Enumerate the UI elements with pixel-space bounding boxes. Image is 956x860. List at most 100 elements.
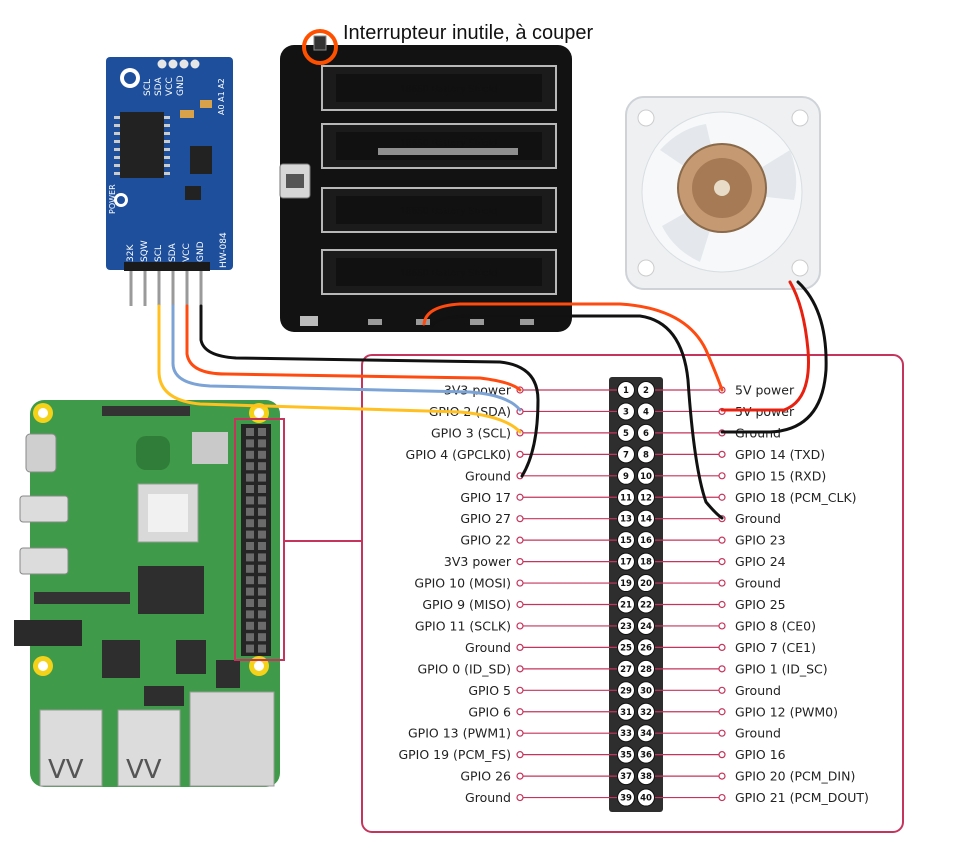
gpio-pin bbox=[246, 428, 254, 436]
pin-dot bbox=[516, 665, 524, 673]
usb-port bbox=[117, 709, 181, 787]
pin-dot bbox=[718, 665, 726, 673]
cooling-fan bbox=[625, 96, 821, 290]
pin-number: 6 bbox=[643, 429, 649, 439]
pin-label-right: GPIO 24 bbox=[735, 554, 786, 569]
pin-circle bbox=[637, 488, 655, 507]
pin-number: 14 bbox=[640, 515, 652, 525]
header-body bbox=[609, 377, 663, 812]
pin-dot bbox=[718, 772, 726, 780]
pin-dot bbox=[718, 536, 726, 544]
pin-label-left: GPIO 6 bbox=[468, 704, 511, 719]
gpio-pin bbox=[258, 644, 266, 653]
rtc-top-pin-label: GND bbox=[176, 75, 186, 96]
pin-number: 1 bbox=[623, 386, 629, 396]
pin-circle bbox=[637, 531, 655, 550]
pin-circle bbox=[617, 466, 635, 485]
wire-black-battery-gnd bbox=[430, 314, 724, 520]
rtc-top-pin-label: VCC bbox=[165, 77, 175, 96]
pin-number: 19 bbox=[620, 579, 632, 589]
rtc-chip bbox=[120, 112, 164, 178]
gpio-pin bbox=[246, 553, 254, 562]
pin-circle bbox=[637, 402, 655, 421]
pin-dot bbox=[516, 751, 524, 759]
pin-label-right: GPIO 8 (CE0) bbox=[735, 618, 816, 633]
gpio-pin bbox=[258, 439, 266, 448]
pin-number: 3 bbox=[623, 407, 629, 417]
svg-text:VV: VV bbox=[126, 755, 162, 785]
wires bbox=[157, 280, 828, 520]
pin-label-left: GPIO 27 bbox=[460, 511, 511, 526]
gpio-pin bbox=[246, 633, 254, 642]
svg-text:VV: VV bbox=[48, 755, 84, 785]
pin-label-left: GPIO 4 (GPCLK0) bbox=[406, 447, 511, 462]
pin-circle bbox=[617, 574, 635, 593]
battery-cell-label: 18650 Battery Shield bbox=[400, 207, 497, 217]
pin-circle bbox=[617, 681, 635, 700]
gpio-pin bbox=[246, 542, 254, 550]
gpio-pin bbox=[246, 599, 254, 607]
pin-circle bbox=[617, 724, 635, 743]
gpio-pin bbox=[258, 428, 266, 436]
pin-number: 26 bbox=[640, 643, 652, 653]
pin-label-right: Ground bbox=[735, 576, 781, 591]
pin-circle bbox=[617, 381, 635, 399]
pin-circle bbox=[637, 574, 655, 593]
wire-orange-battery bbox=[422, 302, 724, 392]
eeprom-chip bbox=[190, 146, 212, 174]
gpio-pin bbox=[246, 496, 254, 505]
pin-number: 33 bbox=[620, 729, 632, 739]
gpio-pin bbox=[258, 564, 266, 573]
pin-dot bbox=[516, 622, 524, 630]
raspberry-logo bbox=[136, 436, 170, 470]
wire-red-fan bbox=[720, 280, 810, 412]
pin-number: 30 bbox=[640, 686, 652, 696]
pin-label-left: 3V3 power bbox=[444, 554, 512, 569]
pin-label-left: GPIO 22 bbox=[460, 533, 511, 548]
pin-label-right: GPIO 1 (ID_SC) bbox=[735, 661, 828, 676]
pin-dot bbox=[718, 686, 726, 694]
pin-label-left: GPIO 2 (SDA) bbox=[429, 404, 511, 419]
pin-label-right: GPIO 18 (PCM_CLK) bbox=[735, 490, 857, 505]
pin-dot bbox=[718, 643, 726, 652]
pin-circle bbox=[617, 702, 635, 721]
pin-number: 36 bbox=[640, 751, 652, 761]
gpio-pin bbox=[246, 610, 254, 619]
pin-label-left: GPIO 0 (ID_SD) bbox=[417, 661, 511, 676]
rtc-top-pin-label: SDA bbox=[154, 77, 164, 96]
micro-hdmi-port bbox=[19, 495, 69, 523]
battery-cell: 18650 Battery Shield bbox=[321, 187, 557, 233]
battery-cell: 18650 Battery Shield bbox=[321, 249, 557, 295]
pin-circle bbox=[637, 381, 655, 399]
gpio-pin bbox=[246, 644, 254, 653]
pin-dot bbox=[516, 557, 524, 566]
pin-dot bbox=[516, 536, 524, 544]
pin-dot bbox=[516, 708, 524, 716]
pin-label-left: Ground bbox=[465, 468, 511, 483]
pin-dot bbox=[718, 493, 726, 501]
pin-number: 37 bbox=[620, 772, 632, 782]
gpio-pin bbox=[246, 587, 254, 596]
pin-number: 34 bbox=[640, 729, 652, 739]
power-switch bbox=[313, 35, 327, 51]
pin-label-left: Ground bbox=[465, 790, 511, 805]
pin-dot bbox=[516, 772, 524, 780]
pin-number: 20 bbox=[640, 579, 652, 589]
pin-circle bbox=[617, 767, 635, 786]
gpio-pin bbox=[258, 485, 266, 493]
pin-number: 12 bbox=[640, 493, 652, 503]
gpio-pin bbox=[258, 633, 266, 642]
pin-dot bbox=[516, 686, 524, 694]
gpio-pin bbox=[246, 439, 254, 448]
pin-circle bbox=[637, 681, 655, 700]
pin-number: 29 bbox=[620, 686, 632, 696]
rtc-bottom-pin-label: SCL bbox=[154, 245, 164, 262]
pin-circle bbox=[617, 745, 635, 764]
gpio-pin bbox=[246, 485, 254, 493]
pin-number: 25 bbox=[620, 643, 632, 653]
pin-number: 32 bbox=[640, 708, 652, 718]
pin-number: 9 bbox=[623, 472, 629, 482]
gpio-pin bbox=[246, 450, 254, 459]
pin-label-right: GPIO 12 (PWM0) bbox=[735, 704, 838, 719]
pin-label-right: GPIO 14 (TXD) bbox=[735, 447, 825, 462]
